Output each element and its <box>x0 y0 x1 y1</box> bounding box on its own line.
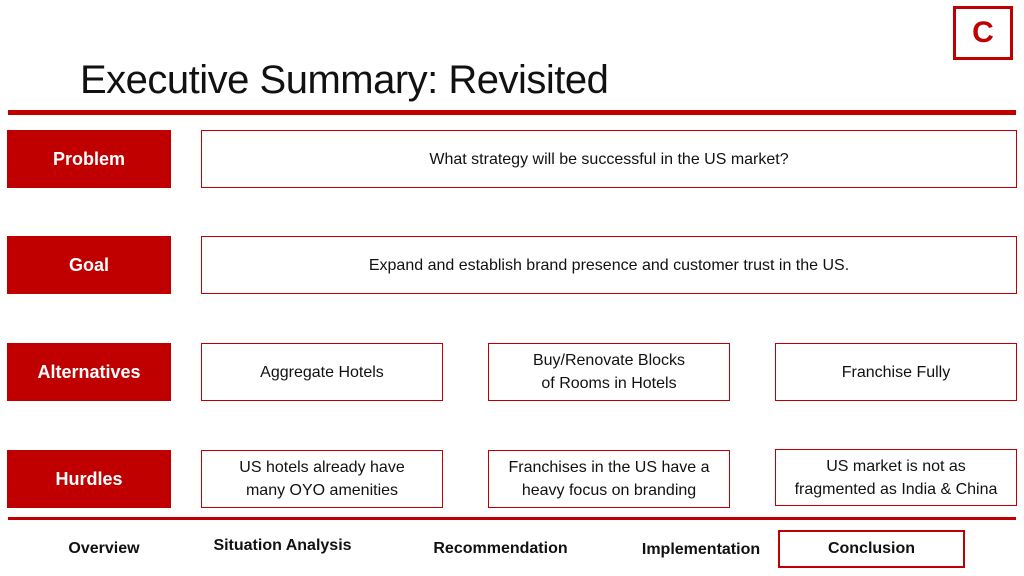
nav-implementation-label: Implementation <box>641 541 761 558</box>
footer-divider <box>8 517 1016 520</box>
alternative-franchise-fully: Franchise Fully <box>775 343 1017 401</box>
problem-label: Problem <box>7 130 171 188</box>
page-title: Executive Summary: Revisited <box>80 58 609 102</box>
title-divider <box>8 110 1016 115</box>
hurdle-line: US market is not as <box>826 457 966 475</box>
hurdle-line: Franchises in the US have a <box>508 459 710 476</box>
nav-overview[interactable]: Overview <box>40 530 168 568</box>
goal-statement-text: Expand and establish brand presence and … <box>368 256 850 274</box>
hurdle-line: US hotels already have <box>239 459 405 476</box>
brand-logo: C <box>953 6 1013 60</box>
hurdles-label-text: Hurdles <box>55 468 123 489</box>
alternatives-label: Alternatives <box>7 343 171 401</box>
nav-situation-analysis-label: Situation Analysis <box>213 537 352 554</box>
nav-conclusion-label: Conclusion <box>827 540 916 557</box>
problem-statement: What strategy will be successful in the … <box>201 130 1017 188</box>
hurdle-amenities: US hotels already have many OYO amenitie… <box>201 450 443 508</box>
alternative-buy-renovate: Buy/Renovate Blocks of Rooms in Hotels <box>488 343 730 401</box>
nav-recommendation[interactable]: Recommendation <box>418 530 583 568</box>
hurdle-line: many OYO amenities <box>245 482 399 499</box>
problem-label-text: Problem <box>52 148 126 169</box>
hurdles-label: Hurdles <box>7 450 171 508</box>
hurdle-branding: Franchises in the US have a heavy focus … <box>488 450 730 508</box>
alternative-line: Aggregate Hotels <box>260 363 384 381</box>
nav-implementation[interactable]: Implementation <box>625 531 777 569</box>
alternative-line: Franchise Fully <box>841 363 951 381</box>
alternatives-label-text: Alternatives <box>37 361 141 382</box>
alternative-line: of Rooms in Hotels <box>541 375 677 392</box>
hurdle-line: fragmented as India & China <box>794 480 998 498</box>
goal-label: Goal <box>7 236 171 294</box>
nav-conclusion[interactable]: Conclusion <box>778 530 965 568</box>
nav-overview-label: Overview <box>68 540 140 557</box>
nav-recommendation-label: Recommendation <box>433 540 568 557</box>
hurdle-line: heavy focus on branding <box>521 482 697 499</box>
alternative-line: Buy/Renovate Blocks <box>532 352 686 369</box>
goal-statement: Expand and establish brand presence and … <box>201 236 1017 294</box>
alternative-aggregate-hotels: Aggregate Hotels <box>201 343 443 401</box>
nav-situation-analysis[interactable]: Situation Analysis <box>200 527 365 565</box>
problem-statement-text: What strategy will be successful in the … <box>429 150 789 168</box>
brand-logo-letter: C <box>972 16 994 49</box>
hurdle-fragmentation: US market is not as fragmented as India … <box>775 449 1017 506</box>
goal-label-text: Goal <box>68 254 109 275</box>
